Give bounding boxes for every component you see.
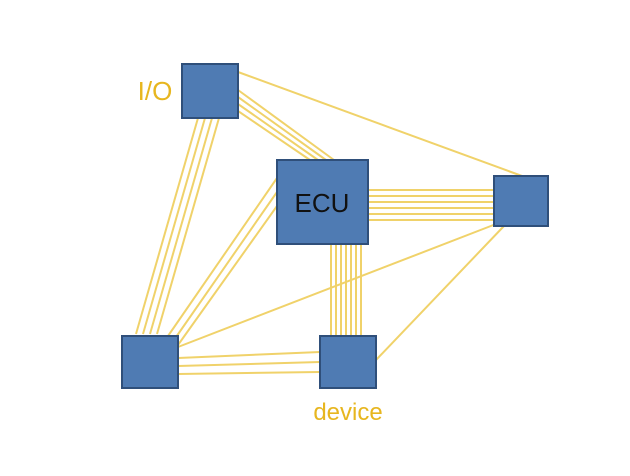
wires-io-to-bottom-left (135, 117, 220, 335)
wire (237, 103, 319, 161)
wires-bottom-left-to-right (177, 223, 497, 348)
wire (173, 191, 278, 341)
wires-ecu-to-right (368, 189, 494, 221)
ecu-label: ECU (295, 188, 350, 218)
wires-io-to-right (237, 71, 523, 177)
wire (375, 225, 505, 361)
wire (177, 223, 497, 348)
right-node (493, 175, 549, 227)
wire (177, 371, 321, 375)
wire (177, 351, 321, 359)
wire (237, 96, 327, 161)
ecu-node (276, 159, 369, 245)
wire (237, 89, 335, 161)
wires-bottom-left-to-device (177, 351, 321, 375)
bottom-left-node (121, 335, 179, 389)
wire (237, 110, 311, 161)
device-node (319, 335, 377, 389)
wire (156, 117, 220, 335)
wires-ecu-to-device (330, 244, 362, 336)
wires-ecu-to-bottom-left (167, 177, 278, 346)
wire (167, 177, 278, 337)
wire (177, 205, 278, 346)
wires-io-to-ecu (237, 89, 335, 161)
wire (177, 361, 321, 367)
wire (142, 117, 206, 335)
wire (135, 117, 199, 335)
io-node (181, 63, 239, 119)
device-label: device (313, 399, 382, 426)
wire (237, 71, 523, 177)
wire (149, 117, 213, 335)
io-label: I/O (138, 76, 173, 106)
wires-device-to-right (375, 225, 505, 361)
